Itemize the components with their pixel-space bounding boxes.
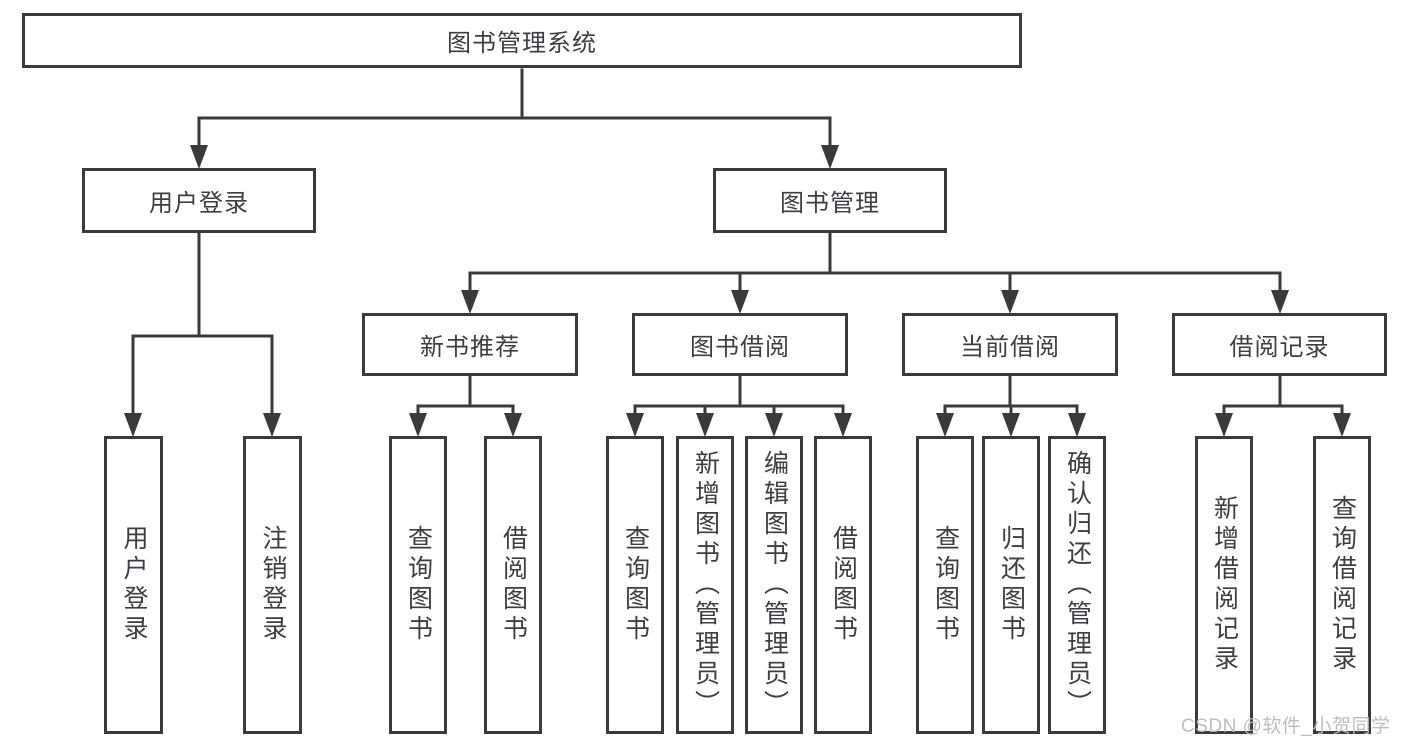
node-leaf-query-borrowing-record: 查询借阅记录 — [1313, 436, 1371, 734]
node-library-management-system: 图书管理系统 — [22, 13, 1022, 68]
node-book-borrowing: 图书借阅 — [632, 313, 848, 376]
node-leaf-user-login: 用户登录 — [104, 436, 163, 734]
connector — [936, 374, 1086, 437]
node-leaf-add-books-admin: 新增图书（管理员） — [676, 436, 734, 734]
node-leaf-edit-books-admin: 编辑图书（管理员） — [745, 436, 803, 734]
node-leaf-query-books: 查询图书 — [606, 436, 664, 734]
node-leaf-query-books: 查询图书 — [389, 436, 447, 734]
node-borrowing-records: 借阅记录 — [1172, 313, 1387, 376]
connector — [124, 231, 281, 437]
node-leaf-return-books: 归还图书 — [982, 436, 1040, 734]
connector — [190, 68, 839, 169]
connector — [461, 231, 1289, 314]
node-leaf-borrow-books: 借阅图书 — [814, 436, 872, 734]
node-new-book-recommendation: 新书推荐 — [362, 313, 578, 376]
node-leaf-add-borrowing-record: 新增借阅记录 — [1195, 436, 1253, 734]
watermark: CSDN @软件_小贺同学 — [1181, 716, 1391, 737]
connector — [1215, 374, 1351, 437]
node-leaf-logout: 注销登录 — [243, 436, 302, 734]
node-leaf-confirm-return-admin: 确认归还（管理员） — [1048, 436, 1106, 734]
connector — [409, 374, 522, 437]
node-leaf-borrow-books: 借阅图书 — [484, 436, 542, 734]
connector — [626, 374, 852, 437]
node-leaf-query-books: 查询图书 — [916, 436, 974, 734]
node-current-borrowing: 当前借阅 — [902, 313, 1118, 376]
node-book-management: 图书管理 — [713, 168, 947, 233]
node-user-login: 用户登录 — [82, 168, 316, 233]
